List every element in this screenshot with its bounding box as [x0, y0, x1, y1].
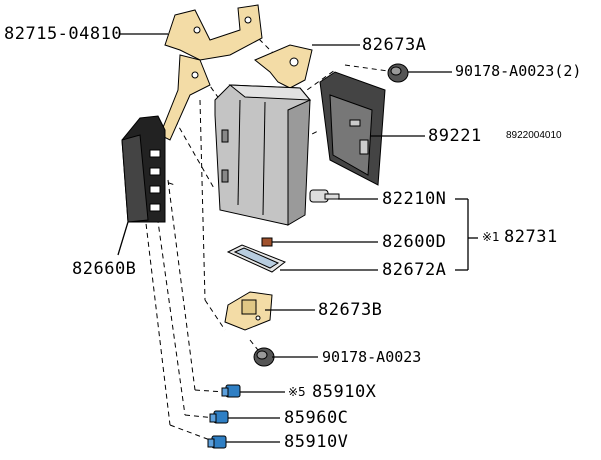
part-label-82673b: 82673B [318, 300, 383, 320]
relay-v [207, 435, 227, 449]
relay-c [209, 410, 229, 424]
bracket-b [224, 291, 273, 331]
part-label-82673a: 82673A [362, 35, 427, 55]
part-label-89221: 89221 [428, 126, 482, 146]
leader-lines [117, 33, 478, 443]
ecu-module [319, 71, 386, 186]
relay-block [121, 115, 166, 223]
cover [226, 244, 287, 273]
bracket-a [254, 44, 313, 89]
clip-lower [253, 347, 275, 367]
upper-bracket [159, 4, 263, 141]
part-label-82660b: 82660B [72, 259, 137, 279]
note-mark-1: ※1 [482, 230, 500, 244]
part-label-82672a: 82672A [382, 260, 447, 280]
part-label-82600d: 82600D [382, 232, 447, 252]
part-label-85910v: 85910V [284, 432, 349, 452]
relay-x [221, 384, 241, 398]
part-label-82715-04810: 82715-04810 [4, 24, 123, 44]
part-label-85910x: 85910X [312, 382, 377, 402]
part-label-90178-a0023: 90178-A0023 [322, 348, 422, 366]
part-label-90178-a0023-2: 90178-A0023(2) [455, 62, 582, 80]
note-mark-5: ※5 [288, 385, 306, 399]
clip-82210n [309, 189, 340, 203]
module-housing [214, 84, 312, 226]
part-label-82210n: 82210N [382, 189, 447, 209]
fuse [261, 237, 273, 247]
part-code-8922004010: 8922004010 [506, 130, 562, 141]
part-label-85960c: 85960C [284, 408, 349, 428]
part-label-82731: 82731 [504, 227, 558, 247]
clip-upper [387, 63, 409, 83]
